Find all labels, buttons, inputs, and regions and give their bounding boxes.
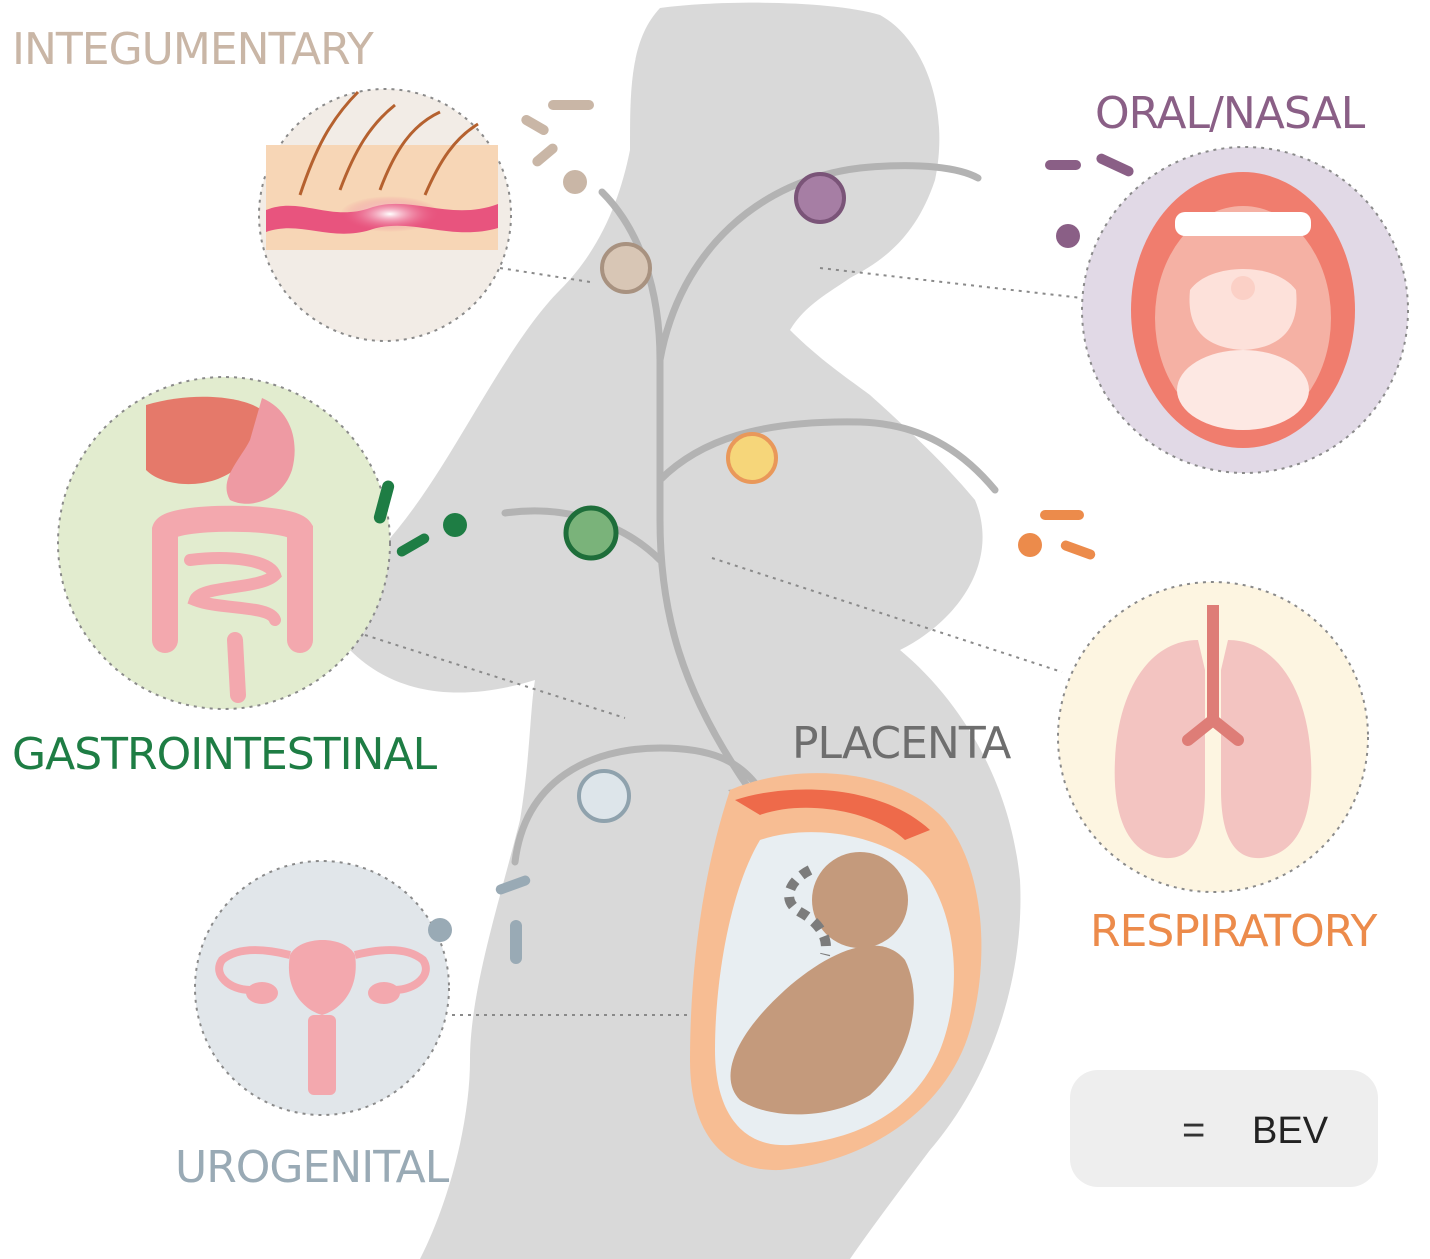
bacteria-respiratory: [1018, 510, 1096, 560]
bacteria-urogenital: [428, 875, 531, 964]
bev-urogenital: [577, 769, 631, 823]
bev-oral-nasal: [794, 172, 846, 224]
label-integumentary: INTEGUMENTARY: [12, 24, 374, 75]
oral-nasal-circle: [1081, 146, 1409, 474]
label-urogenital: UROGENITAL: [175, 1142, 449, 1193]
label-respiratory: RESPIRATORY: [1090, 906, 1377, 957]
legend: [1070, 1070, 1378, 1187]
bev-gastrointestinal: [563, 505, 619, 561]
integumentary-circle: [258, 88, 512, 342]
legend-equals: =: [1182, 1108, 1206, 1152]
bacteria-gastrointestinal: [373, 480, 467, 557]
bacteria-integumentary: [521, 100, 594, 194]
bacteria-oral-nasal: [1045, 153, 1134, 248]
gastrointestinal-circle: [57, 376, 391, 710]
respiratory-circle: [1057, 581, 1369, 893]
bev-respiratory: [726, 432, 778, 484]
label-oral-nasal: ORAL/NASAL: [1095, 88, 1365, 139]
label-gastrointestinal: GASTROINTESTINAL: [12, 729, 437, 780]
legend-bev-text: BEV: [1252, 1110, 1329, 1152]
label-placenta: PLACENTA: [792, 718, 1011, 769]
bev-integumentary: [600, 242, 652, 294]
urogenital-circle: [194, 860, 450, 1116]
uterus-fetus: [690, 773, 982, 1171]
dotted-connectors: [364, 267, 1083, 1016]
